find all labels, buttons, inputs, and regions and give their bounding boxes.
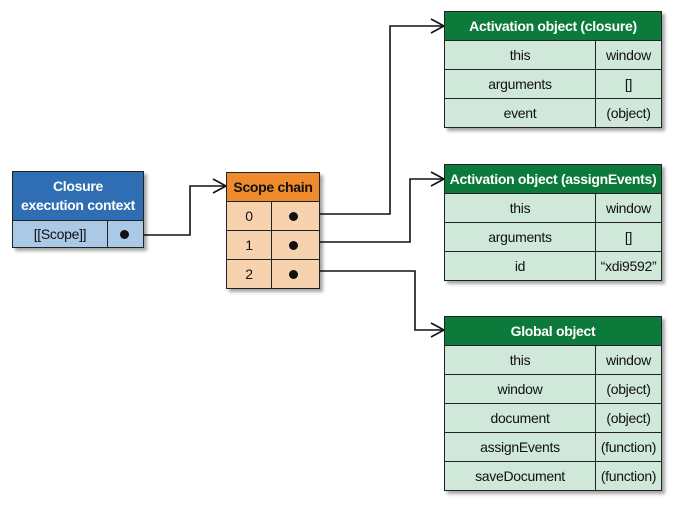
activation-closure-header: Activation object (closure)	[445, 12, 661, 41]
activation-assign-row: id “xdi9592”	[445, 252, 661, 280]
property-value: []	[624, 76, 633, 92]
property-value: (function)	[600, 468, 657, 484]
scope-chain-pointer	[272, 231, 319, 259]
property-name: this	[445, 41, 596, 69]
activation-closure-row: event (object)	[445, 99, 661, 127]
arrow-scope-to-chain	[124, 178, 228, 236]
scope-chain-pointer	[272, 202, 319, 230]
global-object-row: saveDocument (function)	[445, 462, 661, 490]
property-name: id	[445, 252, 596, 280]
property-name: window	[445, 375, 596, 403]
property-value: “xdi9592”	[600, 258, 657, 274]
property-value: (object)	[606, 381, 651, 397]
scope-chain-pointer	[272, 260, 319, 288]
activation-closure-row: arguments []	[445, 70, 661, 99]
property-value: (object)	[606, 105, 651, 121]
global-object-header: Global object	[445, 317, 661, 346]
scope-chain: Scope chain 0 1 2	[226, 172, 320, 289]
property-name: document	[445, 404, 596, 432]
global-object: Global object this window window (object…	[444, 316, 662, 491]
property-value: window	[606, 47, 651, 63]
property-value: window	[606, 352, 651, 368]
pointer-dot-icon	[289, 269, 298, 279]
closure-execution-context: Closure execution context [[Scope]]	[12, 171, 144, 248]
arrow-chain0-to-closure	[290, 18, 446, 215]
activation-object-assignevents: Activation object (assignEvents) this wi…	[444, 164, 662, 281]
arrow-chain2-to-global	[290, 270, 446, 338]
closure-context-title-line2: execution context	[21, 197, 135, 213]
scope-pointer	[108, 221, 143, 247]
pointer-dot-icon	[289, 211, 298, 221]
global-object-row: document (object)	[445, 404, 661, 433]
scope-chain-index: 2	[227, 260, 272, 288]
global-object-row: this window	[445, 346, 661, 375]
pointer-dot-icon	[289, 240, 298, 250]
property-value: (object)	[606, 410, 651, 426]
property-name: arguments	[445, 223, 596, 251]
scope-property-label: [[Scope]]	[13, 221, 108, 247]
activation-object-closure: Activation object (closure) this window …	[444, 11, 662, 128]
scope-chain-row: 2	[227, 260, 319, 288]
activation-assign-row: arguments []	[445, 223, 661, 252]
pointer-dot-icon	[120, 229, 129, 239]
closure-scope-row: [[Scope]]	[13, 221, 143, 247]
global-object-row: window (object)	[445, 375, 661, 404]
property-value: []	[624, 229, 633, 245]
closure-context-title-line1: Closure	[52, 178, 104, 194]
scope-chain-header: Scope chain	[227, 173, 319, 202]
scope-chain-row: 1	[227, 231, 319, 260]
activation-closure-row: this window	[445, 41, 661, 70]
property-name: arguments	[445, 70, 596, 98]
property-name: event	[445, 99, 596, 127]
property-name: this	[445, 346, 596, 374]
scope-chain-row: 0	[227, 202, 319, 231]
property-name: assignEvents	[445, 433, 596, 461]
property-name: saveDocument	[445, 462, 596, 490]
activation-assign-row: this window	[445, 194, 661, 223]
arrow-chain1-to-assign	[290, 171, 446, 243]
property-name: this	[445, 194, 596, 222]
global-object-row: assignEvents (function)	[445, 433, 661, 462]
property-value: window	[606, 200, 651, 216]
activation-assign-header: Activation object (assignEvents)	[445, 165, 661, 194]
property-value: (function)	[600, 439, 657, 455]
scope-chain-index: 1	[227, 231, 272, 259]
closure-context-header: Closure execution context	[13, 172, 143, 221]
scope-chain-index: 0	[227, 202, 272, 230]
